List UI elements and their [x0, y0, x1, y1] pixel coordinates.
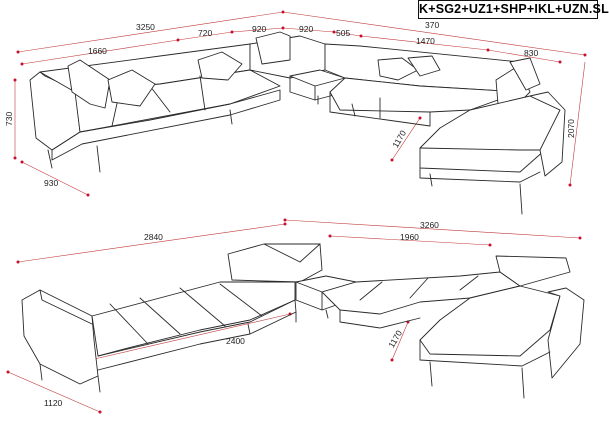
- dim-top-seg-920a: 920: [252, 24, 267, 34]
- dim-top-seg-830: 830: [524, 48, 539, 58]
- product-code-title: K+SG2+UZ1+SHP+IKL+UZN.SL: [418, 0, 609, 19]
- dim-top-seg-1660: 1660: [88, 46, 107, 56]
- dim-top-seg-720: 720: [198, 28, 213, 38]
- dim-bottom-right-length: 3260: [420, 220, 439, 230]
- top-sofa-drawing: [29, 31, 566, 215]
- dim-top-depth-right: 2070: [566, 119, 576, 138]
- dim-bottom-left-length: 2840: [144, 232, 163, 242]
- dim-top-height: 730: [4, 111, 14, 126]
- dim-bottom-depth: 1120: [44, 398, 63, 408]
- dim-top-overall-right: 370: [425, 20, 440, 30]
- dim-top-seg-505: 505: [336, 28, 351, 38]
- dim-top-seg-920b: 920: [299, 24, 314, 34]
- dim-top-overall-left: 3250: [136, 22, 155, 32]
- dim-bottom-mid-length: 1960: [400, 232, 419, 242]
- dim-top-depth-left: 930: [44, 178, 59, 188]
- dim-top-seg-1470: 1470: [416, 36, 435, 46]
- bottom-sofa-drawing: [21, 243, 585, 399]
- top-dimension-lines: [13, 10, 587, 197]
- bottom-dimension-lines: [6, 218, 582, 414]
- dim-bottom-seat-length: 2400: [226, 336, 245, 346]
